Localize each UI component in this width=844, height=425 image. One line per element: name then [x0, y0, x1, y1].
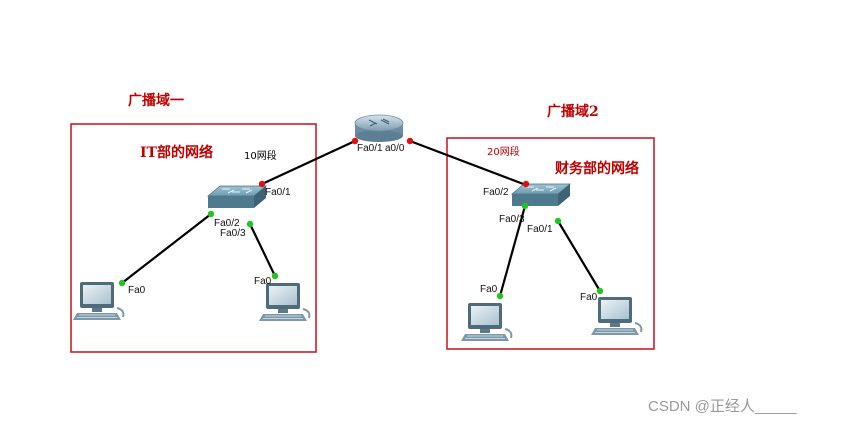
port-dot-router-left: [351, 137, 359, 145]
it-switch-pc1-port-label: Fa0/2: [214, 218, 240, 229]
finance-switch-icon: [511, 183, 571, 207]
it-pc2-icon: [258, 282, 311, 322]
link-it-switch-pc1: [121, 213, 212, 284]
port-dot-finance-pc2: [596, 287, 604, 295]
link-router-it-switch: [261, 140, 356, 185]
port-dot-finance-switch-pc2: [554, 217, 562, 225]
finance-domain-title: 广播域2: [547, 103, 599, 120]
port-dot-it-switch-pc1: [207, 210, 215, 218]
link-it-switch-pc2: [249, 223, 276, 277]
finance-switch-pc2-port-label: Fa0/1: [527, 224, 553, 235]
router-port-left-label: Fa0/1: [357, 143, 383, 154]
it-switch-icon: [207, 185, 267, 209]
link-finance-switch-pc1: [498, 205, 527, 297]
port-dot-it-switch-uplink: [258, 180, 266, 188]
it-pc2-port-label: Fa0: [254, 276, 272, 287]
finance-pc2-port-label: Fa0: [580, 292, 598, 303]
finance-pc1-icon: [460, 302, 513, 342]
finance-pc1-port-label: Fa0: [480, 284, 498, 295]
port-dot-it-pc1: [118, 279, 126, 287]
port-dot-finance-switch-uplink: [522, 180, 530, 188]
port-dot-it-pc2: [271, 272, 279, 280]
it-subnet-label: 10网段: [244, 149, 277, 162]
port-dot-finance-switch-pc1: [521, 202, 529, 210]
link-router-finance-switch: [409, 139, 527, 187]
finance-pc2-icon: [590, 296, 643, 336]
it-region-box: [70, 123, 317, 353]
it-domain-title: 广播域一: [128, 92, 184, 109]
port-dot-it-switch-pc2: [246, 220, 254, 228]
it-switch-uplink-label: Fa0/1: [265, 187, 291, 198]
finance-subnet-label: 20网段: [487, 145, 520, 158]
it-switch-pc2-port-label: Fa0/3: [220, 228, 246, 239]
finance-switch-uplink-label: Fa0/2: [483, 187, 509, 198]
finance-region-box: [446, 137, 655, 350]
port-dot-finance-pc1: [496, 292, 504, 300]
it-pc1-port-label: Fa0: [128, 285, 146, 296]
it-network-title: IT部的网络: [140, 144, 213, 161]
router-port-right-label: a0/0: [385, 143, 405, 154]
link-finance-switch-pc2: [557, 220, 601, 292]
it-pc1-icon: [72, 281, 125, 321]
finance-network-title: 财务部的网络: [554, 160, 639, 177]
router-icon: [354, 114, 404, 142]
watermark: CSDN @正经人_____: [648, 398, 797, 415]
finance-switch-pc1-port-label: Fa0/3: [499, 214, 525, 225]
port-dot-router-right: [406, 137, 414, 145]
